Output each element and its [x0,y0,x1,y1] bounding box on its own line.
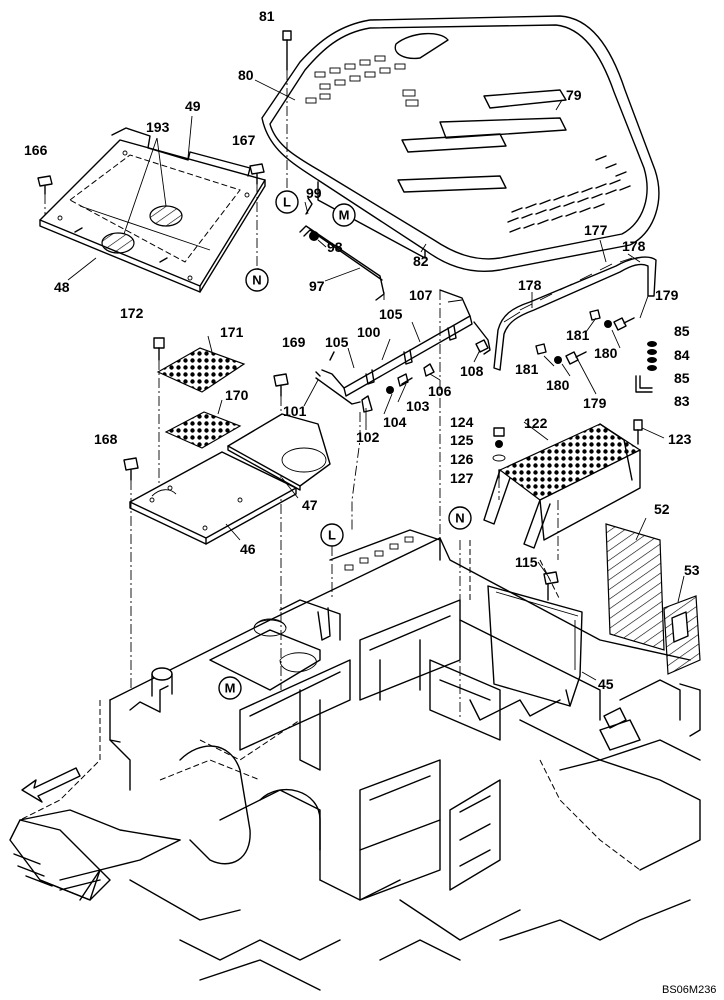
svg-text:L: L [283,195,291,210]
label-124: 124 [450,414,474,430]
support-rod-97 [299,197,385,301]
label-181-left: 181 [515,361,539,377]
label-125: 125 [450,432,474,448]
bolt-172 [153,337,165,490]
label-104: 104 [383,414,407,430]
label-53: 53 [684,562,700,578]
reference-marker-N-lower: N [448,506,472,530]
bolt-81 [282,30,292,190]
label-180-left: 180 [546,377,570,393]
svg-text:M: M [339,208,350,223]
label-80: 80 [238,67,254,83]
label-100: 100 [357,324,381,340]
label-102: 102 [356,429,380,445]
label-85-lower: 85 [674,370,690,386]
label-167: 167 [232,132,256,148]
bolt-166 [37,175,53,215]
svg-text:N: N [455,511,464,526]
label-81: 81 [259,8,275,24]
label-122: 122 [524,415,548,431]
reference-marker-L-upper: L [275,190,299,214]
bolts-103-106-108 [361,339,489,413]
label-99: 99 [306,185,322,201]
svg-text:N: N [252,273,261,288]
label-97: 97 [309,278,325,294]
label-83: 83 [674,393,690,409]
label-47: 47 [302,497,318,513]
label-170: 170 [225,387,249,403]
label-178-right: 178 [622,238,646,254]
cover-plate-49-48 [39,127,266,293]
bolt-168 [123,457,139,690]
label-181-right: 181 [566,327,590,343]
label-48: 48 [54,279,70,295]
label-107: 107 [409,287,433,303]
label-177: 177 [584,222,608,238]
reference-marker-M-lower: M [218,676,242,700]
bolt-115 [543,571,559,601]
reference-marker-L-lower: L [320,523,344,547]
mesh-panel-170 [164,411,242,449]
label-123: 123 [668,431,692,447]
label-171: 171 [220,324,244,340]
svg-text:L: L [328,528,336,543]
label-105-right: 105 [379,306,403,322]
label-84: 84 [674,347,690,363]
front-direction-arrow [21,767,81,803]
bolts-124-127 [492,427,506,500]
assembly-lines [257,268,559,720]
label-115: 115 [515,554,538,570]
label-46: 46 [240,541,256,557]
label-106: 106 [428,383,452,399]
panel-53 [663,595,701,675]
label-178-left: 178 [518,277,542,293]
label-101: 101 [283,403,307,419]
label-49: 49 [185,98,201,114]
bolt-167 [249,163,265,268]
rod-101 [315,371,361,405]
label-168: 168 [94,431,118,447]
upper-frame [9,529,701,991]
label-82: 82 [413,253,429,269]
drawing-code: BS06M236 [662,984,716,996]
bolt-123 [633,419,643,445]
plate-46 [129,451,297,545]
washers-84-85 [647,341,657,371]
label-108: 108 [460,363,484,379]
hood-vents-right [507,155,631,233]
bolts-179-180-181 [535,309,635,365]
label-169: 169 [282,334,306,350]
label-98: 98 [327,239,343,255]
panel-52 [605,523,665,651]
label-85-upper: 85 [674,323,690,339]
label-179-lower: 179 [583,395,607,411]
bracket-83 [635,375,653,393]
label-180-right: 180 [594,345,618,361]
svg-text:M: M [225,681,236,696]
reference-marker-N-upper: N [245,268,269,292]
label-193: 193 [146,119,170,135]
part-labels: 81 80 79 49 193 166 167 99 98 97 82 48 1… [24,8,716,996]
mesh-panel-171 [156,347,246,393]
reference-marker-M-upper: M [332,203,356,227]
label-79: 79 [566,87,582,103]
label-127: 127 [450,470,474,486]
label-179-upper: 179 [655,287,679,303]
label-45: 45 [598,676,614,692]
label-105-left: 105 [325,334,349,350]
plate-47 [227,413,331,491]
engine-hood [261,15,660,272]
label-126: 126 [450,451,474,467]
label-172: 172 [120,305,144,321]
hood-vents-left [305,55,419,107]
label-103: 103 [406,398,430,414]
panel-45 [487,585,583,707]
leader-lines [67,79,685,681]
step-122 [483,423,642,549]
label-52: 52 [654,501,670,517]
label-166: 166 [24,142,48,158]
handrail-100 [321,289,491,560]
